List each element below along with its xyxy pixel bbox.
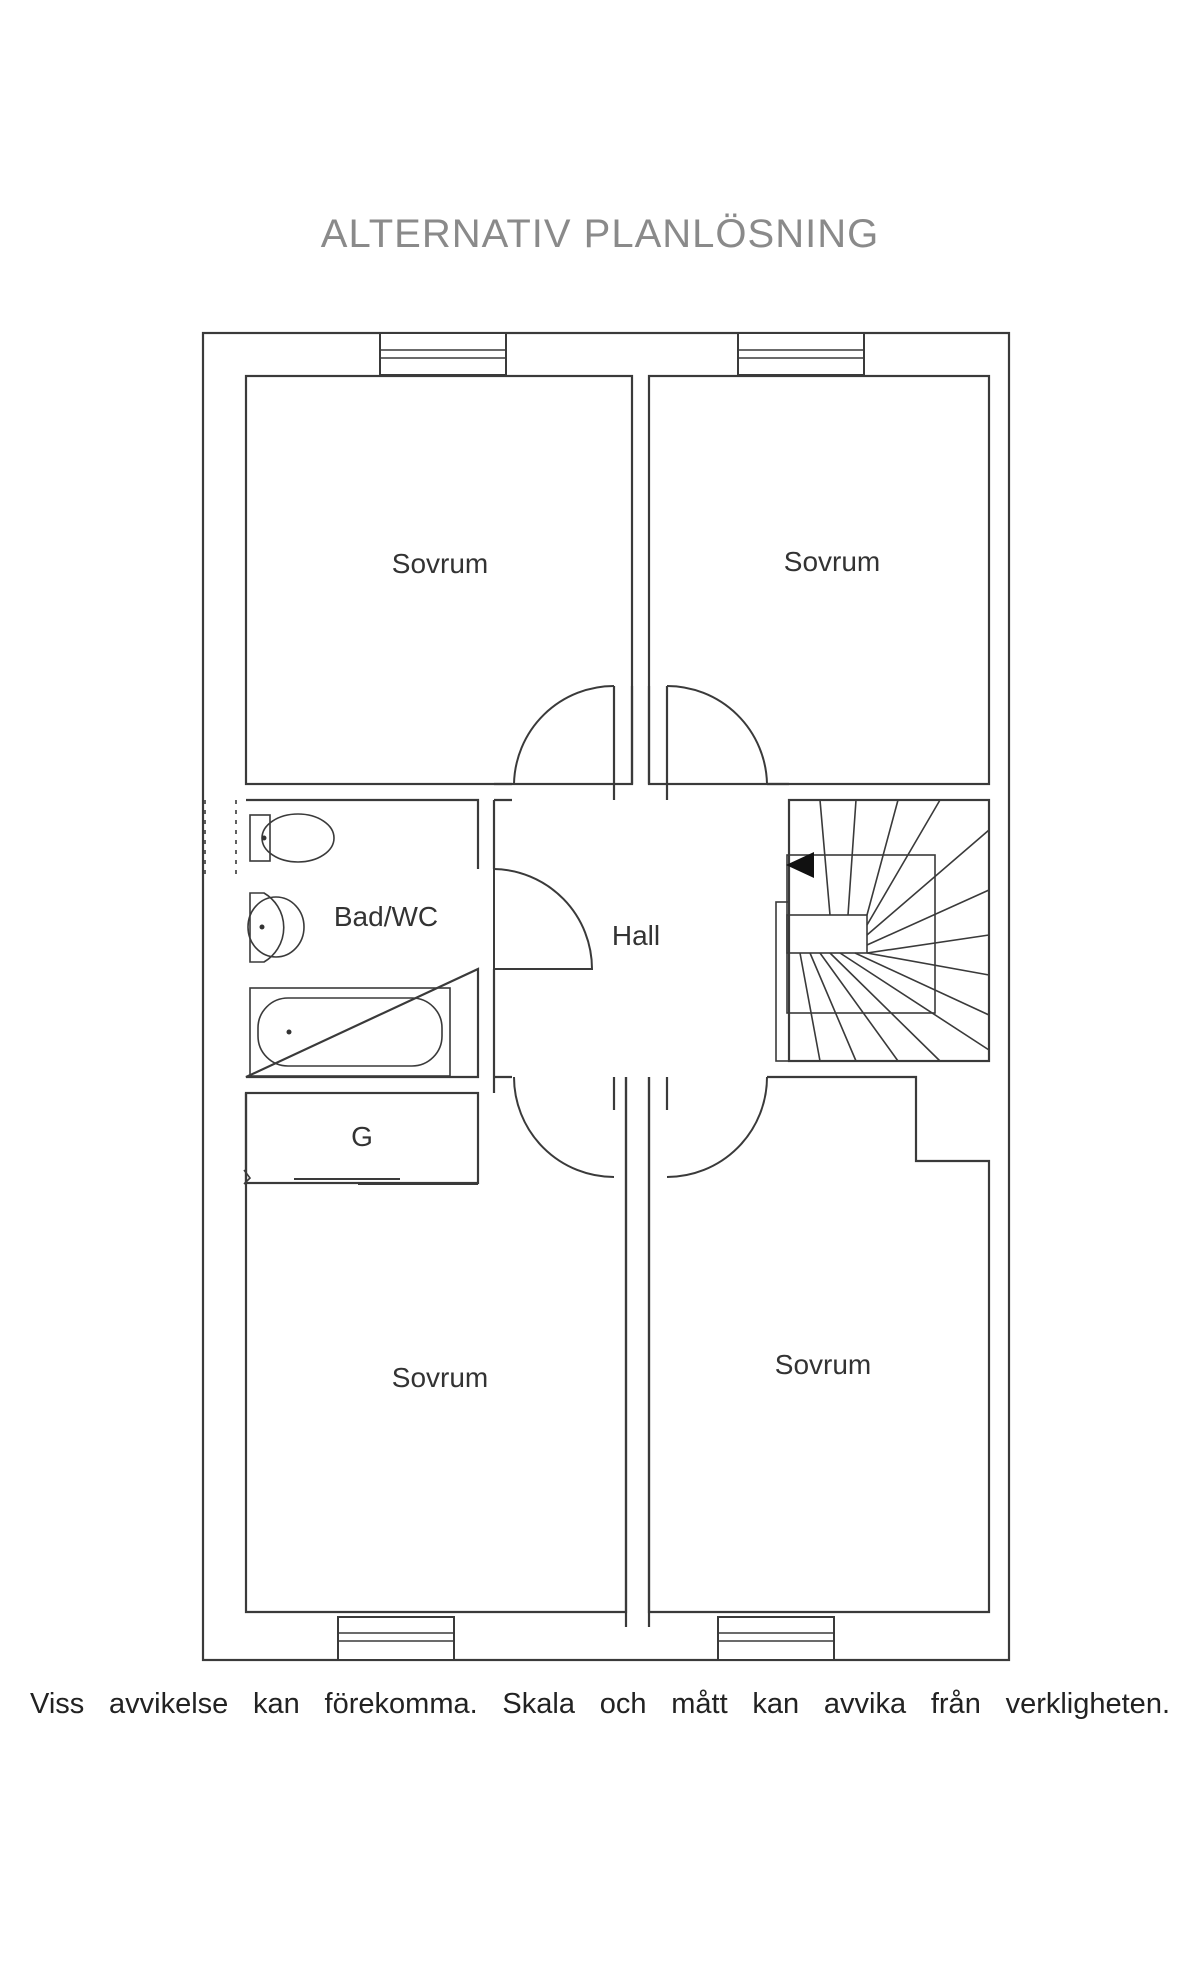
room-bedroom-top-left (244, 374, 634, 786)
window-bottom-right (717, 1616, 835, 1661)
door-bottom-right (666, 1076, 768, 1178)
label-bedroom-top-left: Sovrum (392, 548, 488, 579)
plan-title: ALTERNATIV PLANLÖSNING (320, 212, 880, 256)
window-bottom-left (337, 1616, 455, 1661)
window-top-right (737, 332, 865, 376)
label-bedroom-bottom-right: Sovrum (775, 1349, 871, 1380)
door-top-right (666, 685, 768, 785)
label-hall: Hall (612, 920, 660, 951)
bathtub (249, 987, 451, 1077)
staircase (775, 798, 991, 1063)
room-bedroom-bottom-right (647, 1075, 991, 1614)
label-bathroom: Bad/WC (334, 901, 438, 932)
room-bedroom-bottom-left (244, 1077, 628, 1614)
bathroom-door (493, 868, 594, 970)
room-bathroom (245, 798, 480, 1079)
door-bottom-left (513, 1076, 615, 1178)
room-bedroom-top-right (647, 374, 991, 786)
disclaimer-text: Viss avvikelse kan förekomma. Skala och … (30, 1688, 1170, 1720)
window-top-left (379, 332, 507, 376)
door-top-left (513, 685, 615, 785)
label-bedroom-bottom-left: Sovrum (392, 1362, 488, 1393)
sink (247, 892, 305, 963)
toilet (249, 813, 335, 863)
label-bedroom-top-right: Sovrum (784, 546, 880, 577)
outer-wall (201, 331, 1011, 1662)
label-closet: G (351, 1121, 373, 1152)
